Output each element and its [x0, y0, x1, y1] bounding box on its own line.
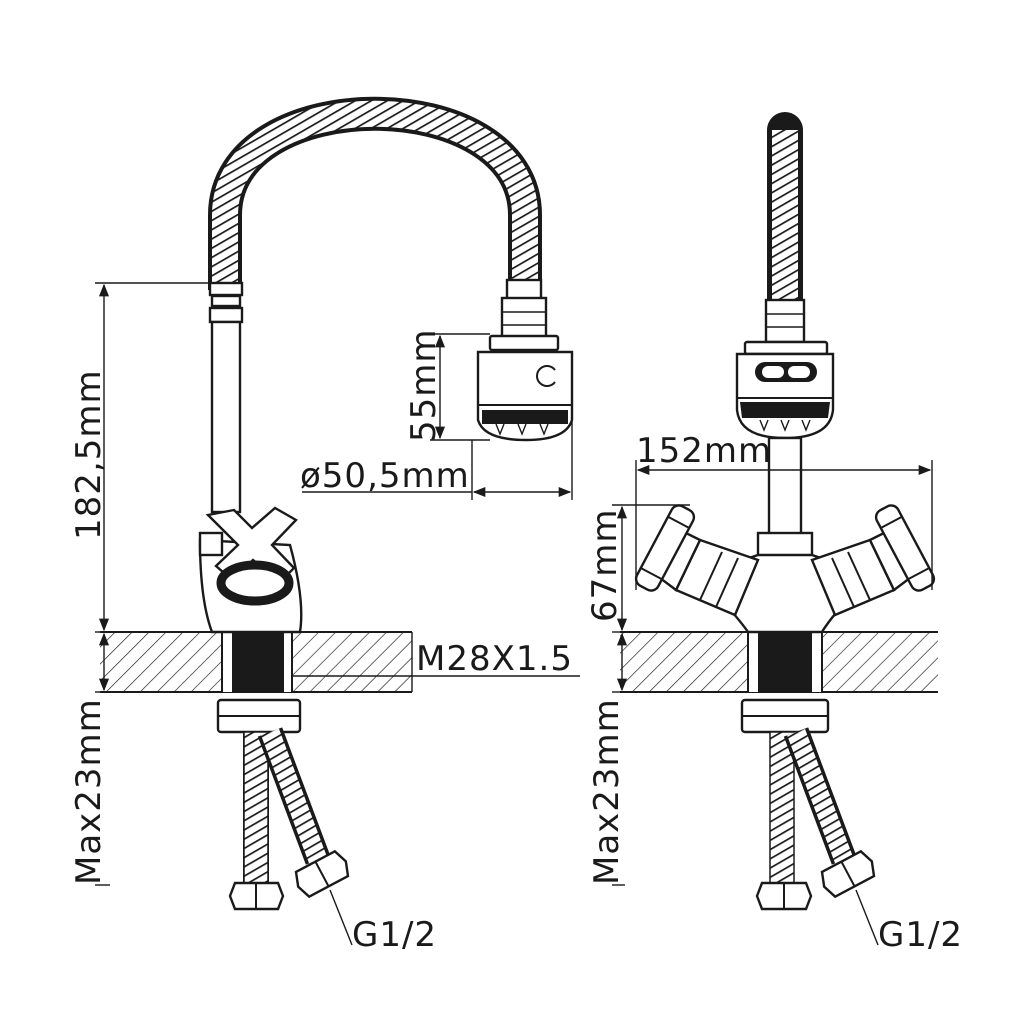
side-view [100, 96, 574, 911]
connector-left-label: G1/2 [352, 915, 437, 955]
connector-right-label: G1/2 [878, 915, 963, 955]
countertop-left [100, 631, 412, 693]
valve-arm-right [810, 504, 936, 617]
thread-label: M28X1.5 [416, 639, 573, 679]
valve-arm-left [634, 504, 760, 617]
aerator-head-right [735, 340, 835, 440]
front-view [620, 112, 938, 911]
aerator-diameter-label: ø50,5mm [300, 456, 470, 496]
aerator-height-label: 55mm [404, 328, 444, 442]
dimensions-right: 152mm 67mm Max23mm G1/2 [585, 431, 963, 955]
width-dimension-label: 152mm [636, 431, 772, 471]
countertop-right [620, 631, 938, 693]
left-counter-thickness-label: Max23mm [69, 698, 109, 885]
right-counter-thickness-label: Max23mm [587, 698, 627, 885]
spread-height-label: 67mm [585, 508, 625, 622]
dimensions-left: 182,5mm 55mm ø50,5mm M28X1.5 Max23mm G1/… [69, 282, 580, 955]
cross-handle-left [205, 506, 298, 606]
height-dimension-label: 182,5mm [69, 369, 109, 540]
aerator-head-left [476, 334, 574, 442]
